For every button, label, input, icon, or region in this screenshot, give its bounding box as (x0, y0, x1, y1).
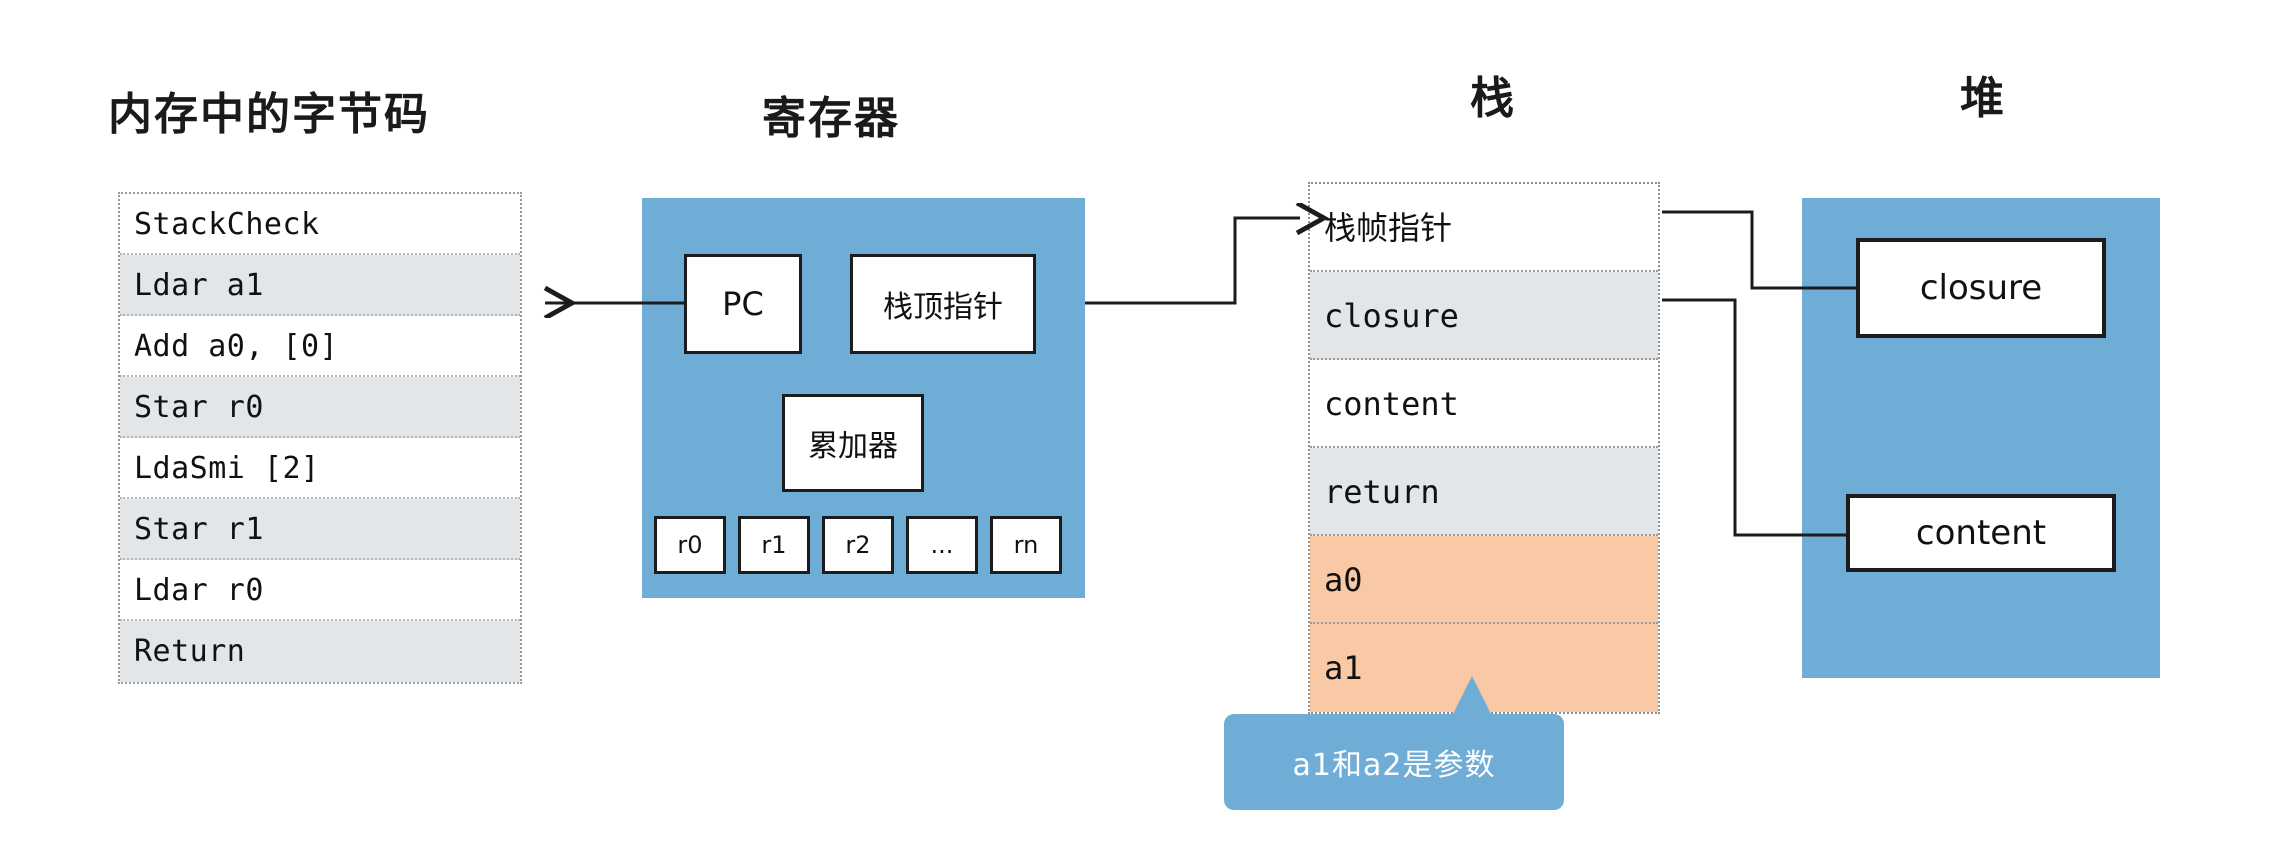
bytecode-row: Star r1 (120, 499, 520, 560)
general-register-r1: r1 (738, 516, 810, 574)
stack-column-title: 栈 (1470, 73, 1516, 124)
arguments-callout: a1和a2是参数 (1224, 714, 1564, 810)
bytecode-column-title: 内存中的字节码 (108, 89, 430, 140)
accumulator-register-box: 累加器 (782, 394, 924, 492)
stack-pointer-register-box: 栈顶指针 (850, 254, 1036, 354)
connector-stackpointer-to-framepointer (1085, 218, 1300, 305)
stack-row-frame-pointer: 栈帧指针 (1310, 184, 1658, 272)
heap-panel: closure content (1802, 198, 2160, 678)
pc-register-box: PC (684, 254, 802, 354)
bytecode-row: Add a0, [0] (120, 316, 520, 377)
bytecode-row: Star r0 (120, 377, 520, 438)
stack-row-a0: a0 (1310, 536, 1658, 624)
bytecode-row: Ldar a1 (120, 255, 520, 316)
stack-row-closure: closure (1310, 272, 1658, 360)
register-panel: PC 栈顶指针 累加器 r0 r1 r2 ... rn (642, 198, 1085, 598)
heap-object-closure: closure (1856, 238, 2106, 338)
bytecode-row: Ldar r0 (120, 560, 520, 621)
bytecode-row: Return (120, 621, 520, 682)
bytecode-list: StackCheck Ldar a1 Add a0, [0] Star r0 L… (118, 192, 522, 684)
bytecode-row: LdaSmi [2] (120, 438, 520, 499)
register-column-title: 寄存器 (762, 93, 900, 144)
stack-row-content: content (1310, 360, 1658, 448)
stack-row-return: return (1310, 448, 1658, 536)
general-register-ellipsis: ... (906, 516, 978, 574)
stack-frame-list: 栈帧指针 closure content return a0 a1 (1308, 182, 1660, 714)
bytecode-row: StackCheck (120, 194, 520, 255)
general-register-r2: r2 (822, 516, 894, 574)
general-register-r0: r0 (654, 516, 726, 574)
callout-tail-icon (1452, 676, 1492, 716)
general-register-rn: rn (990, 516, 1062, 574)
heap-object-content: content (1846, 494, 2116, 572)
heap-column-title: 堆 (1960, 73, 2006, 124)
